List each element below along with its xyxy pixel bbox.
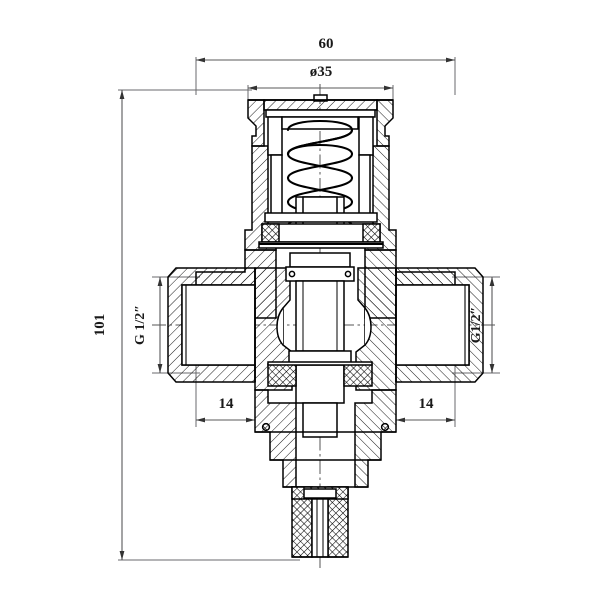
dim-label-thread-right: G1/2″ xyxy=(469,307,484,344)
dim-label-cap-diameter: ø35 xyxy=(310,64,333,80)
spring-chamber xyxy=(244,116,397,251)
valve-body-lower xyxy=(254,389,397,488)
dim-label-overall-height: 101 xyxy=(92,314,108,337)
dim-label-port-depth-right: 14 xyxy=(419,396,435,412)
dim-label-thread-left: G 1/2″ xyxy=(133,305,148,345)
diaphragm-assembly xyxy=(258,212,384,249)
lower-seal xyxy=(267,361,373,387)
dim-label-overall-width: 60 xyxy=(319,36,334,52)
valve-assembly xyxy=(167,94,484,558)
top-cap xyxy=(247,94,394,147)
right-port xyxy=(395,267,484,383)
bottom-filter xyxy=(291,486,349,558)
dim-label-port-depth-left: 14 xyxy=(219,396,235,412)
left-port xyxy=(167,267,256,383)
